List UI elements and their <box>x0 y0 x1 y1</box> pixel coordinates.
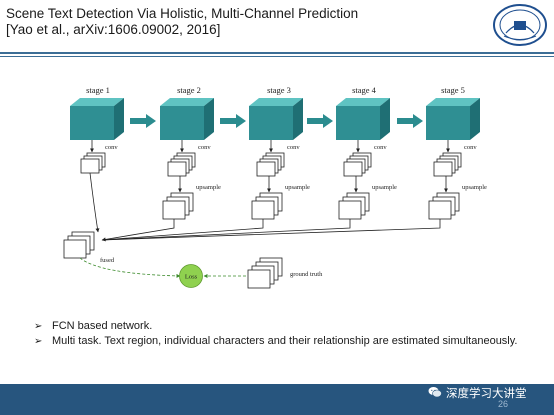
upsampled-maps-4 <box>338 192 370 220</box>
upsampled-maps-3 <box>251 192 283 220</box>
fused-feature-maps <box>63 231 95 259</box>
title-line-1: Scene Text Detection Via Holistic, Multi… <box>6 6 359 21</box>
stage-label-5: stage 5 <box>441 85 465 95</box>
upsampled-maps-5 <box>428 192 460 220</box>
fused-label: fused <box>100 257 115 264</box>
fusion-connections <box>89 172 441 242</box>
stage-arrows <box>130 114 423 128</box>
bullet-text: Multi task. Text region, individual char… <box>52 334 518 347</box>
title-line-2: [Yao et al., arXiv:1606.09002, 2016] <box>6 22 221 37</box>
stage-cube-3 <box>249 98 303 140</box>
footer-bar <box>0 384 554 415</box>
bullet-text: FCN based network. <box>52 320 153 332</box>
upsample-arrows <box>178 176 448 193</box>
fused-to-loss-line <box>79 257 181 278</box>
upsampled-maps-2 <box>162 192 194 220</box>
conv-label-2: conv <box>198 144 211 151</box>
header-rule-bottom <box>0 56 554 57</box>
slide-title: Scene Text Detection Via Holistic, Multi… <box>6 6 358 38</box>
loss-node <box>179 264 203 288</box>
bullet-list: ➢ FCN based network. ➢ Multi task. Text … <box>34 320 534 349</box>
stage-arrow-4 <box>397 114 423 128</box>
ground-truth-maps <box>247 257 283 289</box>
stage-cube-5 <box>426 98 480 140</box>
conv-label-5: conv <box>464 144 477 151</box>
bullet-item: ➢ Multi task. Text region, individual ch… <box>34 335 534 349</box>
arrow-bullet-icon: ➢ <box>34 335 43 347</box>
conv-maps-4 <box>343 152 372 177</box>
header-rule-top <box>0 52 554 54</box>
upsample-label-5: upsample <box>462 184 487 191</box>
page-number: 26 <box>498 399 509 409</box>
conv-label-1: conv <box>105 144 118 151</box>
university-seal-logo <box>493 4 547 46</box>
upsample-label-3: upsample <box>285 184 310 191</box>
conv-feature-maps <box>80 152 462 177</box>
stage-cube-2 <box>160 98 214 140</box>
stage-label-3: stage 3 <box>267 85 291 95</box>
wechat-icon <box>428 387 442 398</box>
conv-maps-1 <box>80 152 106 174</box>
conv-label-3: conv <box>287 144 300 151</box>
stage-arrow-2 <box>220 114 246 128</box>
stage-label-1: stage 1 <box>86 85 110 95</box>
conv-arrows <box>90 140 450 153</box>
conv-maps-3 <box>256 152 285 177</box>
conv-maps-5 <box>433 152 462 177</box>
stage-arrow-1 <box>130 114 156 128</box>
loss-label: Loss <box>185 274 198 281</box>
ground-truth-label: ground truth <box>290 271 323 278</box>
stage-cube-1 <box>70 98 124 140</box>
stage-label-2: stage 2 <box>177 85 201 95</box>
stage-label-4: stage 4 <box>352 85 377 95</box>
footer-brand: 深度学习大讲堂 <box>446 386 527 400</box>
network-diagram: stage 1 stage 2 stage 3 stage 4 stage 5 <box>63 85 487 289</box>
bullet-item: ➢ FCN based network. <box>34 320 534 334</box>
upsample-label-4: upsample <box>372 184 397 191</box>
conv-label-4: conv <box>374 144 387 151</box>
stage-arrow-3 <box>307 114 333 128</box>
arrow-bullet-icon: ➢ <box>34 321 43 332</box>
conv-maps-2 <box>167 152 196 177</box>
stage-cube-4 <box>336 98 390 140</box>
upsampled-feature-maps <box>162 192 460 220</box>
upsample-label-2: upsample <box>196 184 221 191</box>
